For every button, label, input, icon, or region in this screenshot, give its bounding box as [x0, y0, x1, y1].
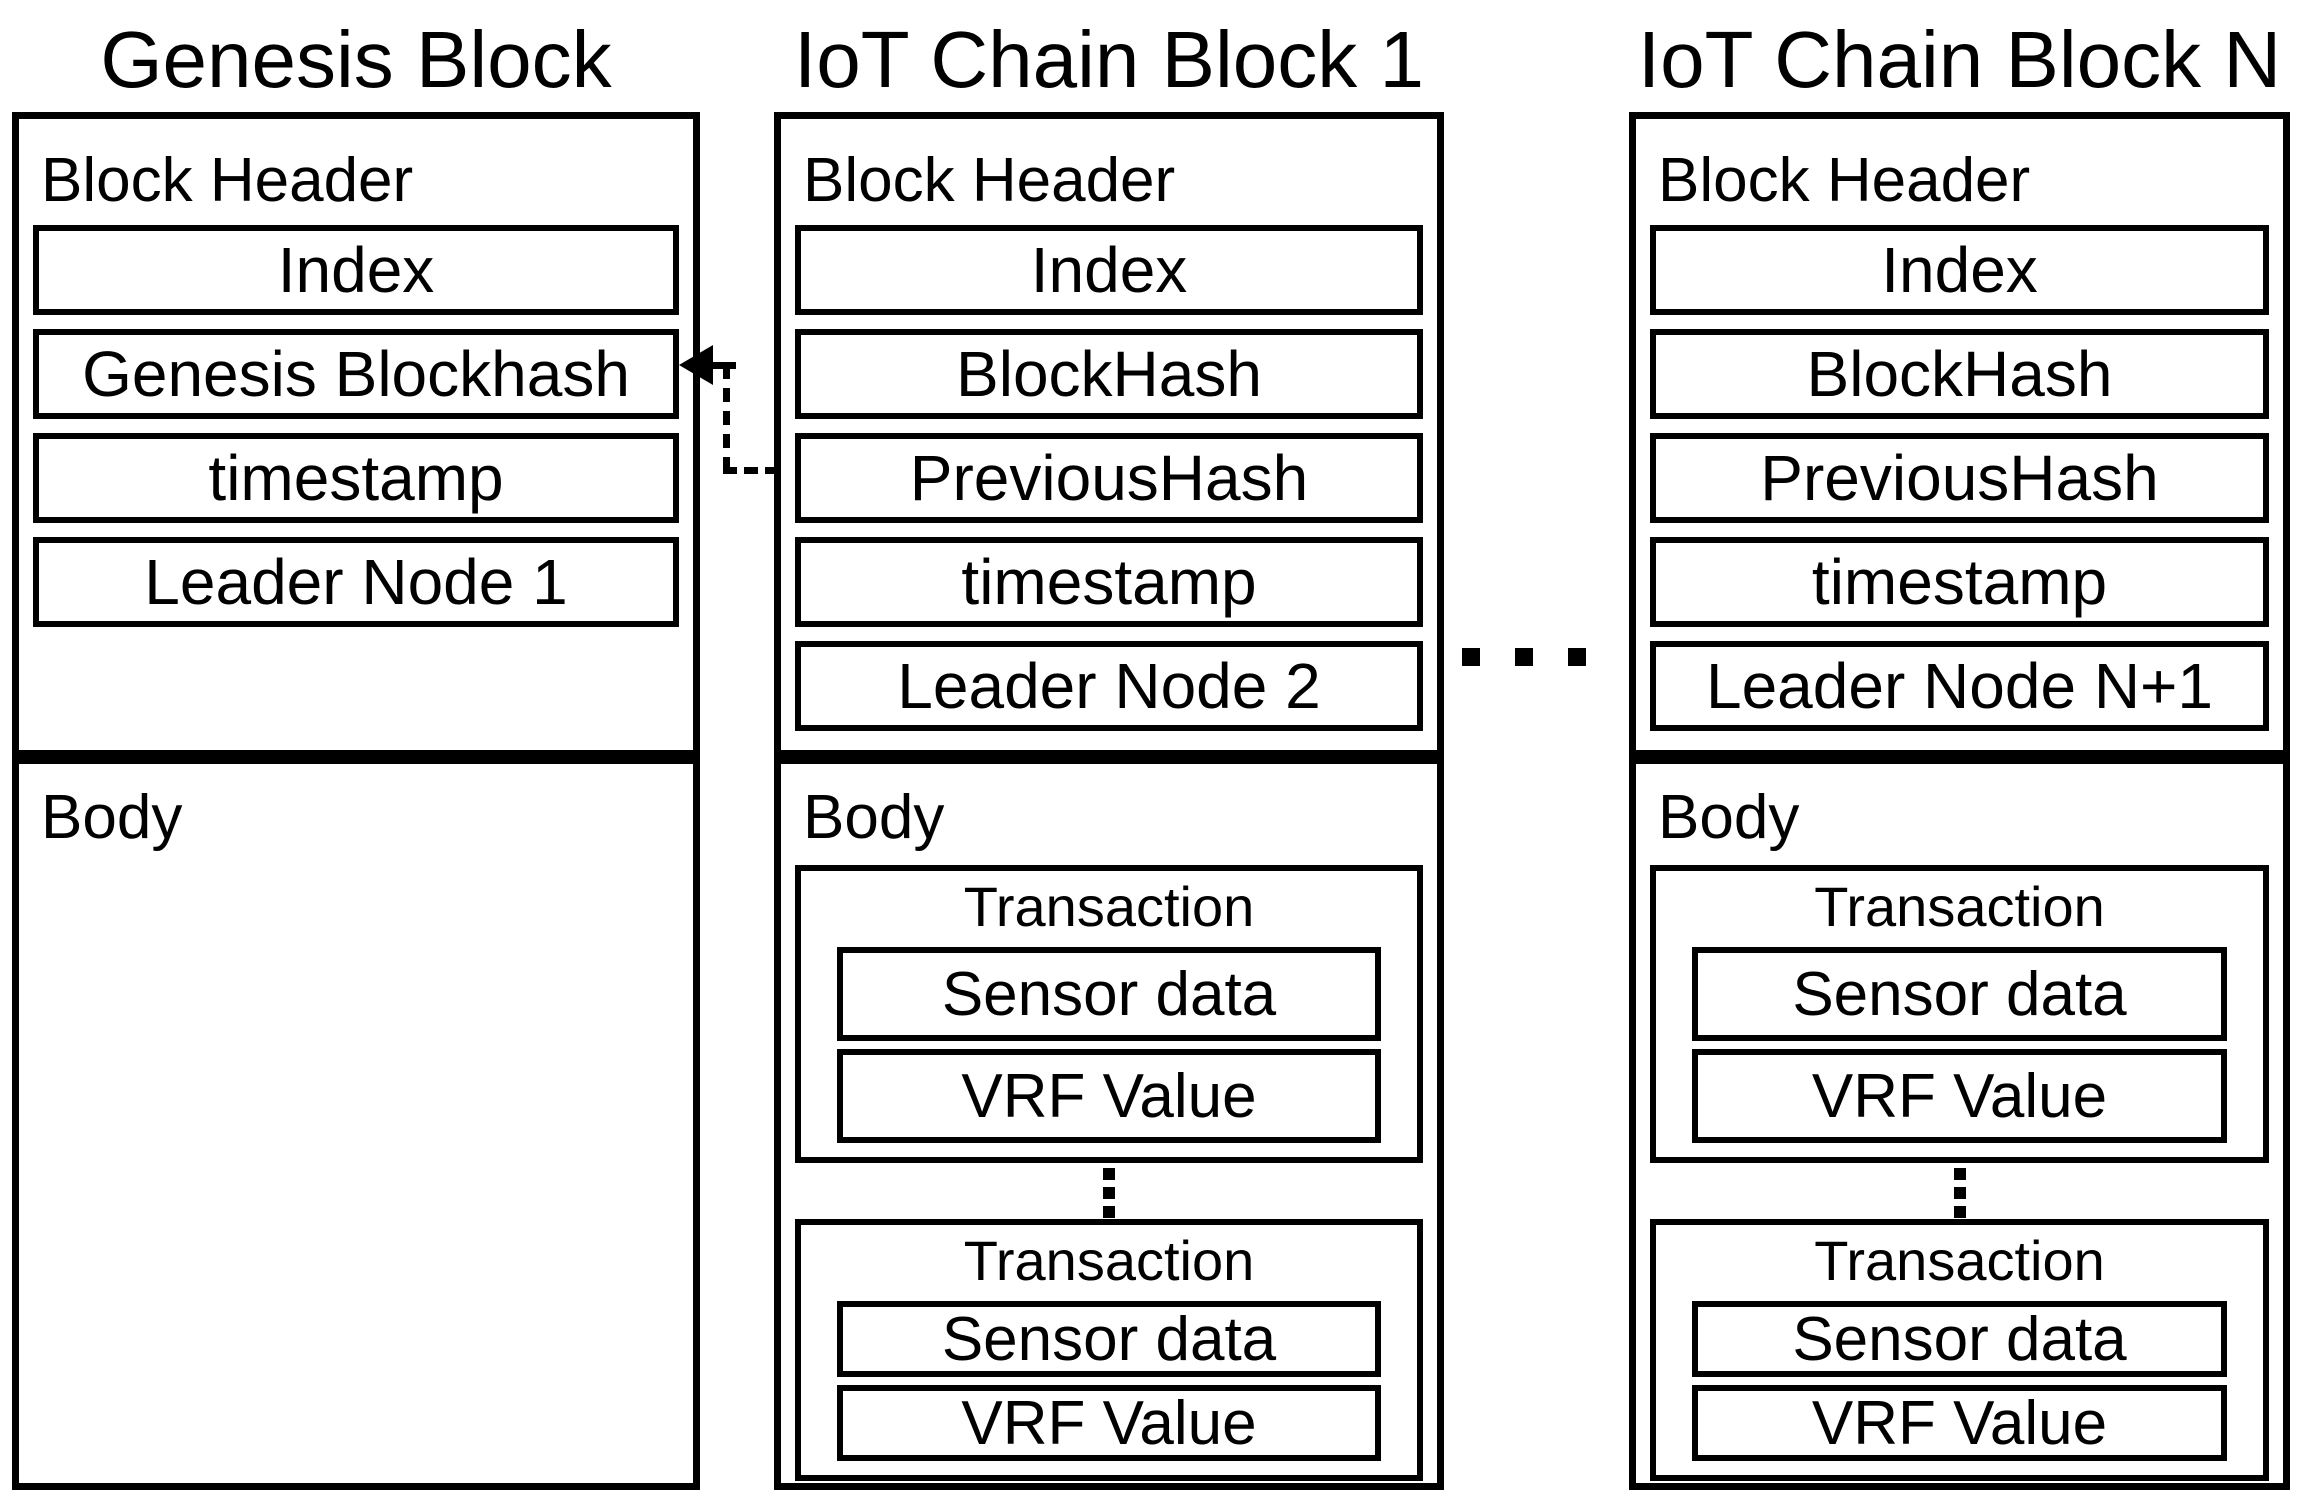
transaction-ellipsis-dots — [1103, 1168, 1115, 1218]
block1-transaction-1: Transaction Sensor data VRF Value — [795, 865, 1423, 1163]
ellipsis-dot — [1568, 648, 1586, 666]
block1-index-field: Index — [795, 225, 1423, 315]
block1-leader-node-field: Leader Node 2 — [795, 641, 1423, 731]
genesis-index-field: Index — [33, 225, 679, 315]
transaction-label: Transaction — [963, 875, 1255, 938]
blockn-transaction-2: Transaction Sensor data VRF Value — [1650, 1219, 2269, 1481]
blockn-header-box: Block Header Index BlockHash PreviousHas… — [1629, 112, 2290, 757]
transaction-label: Transaction — [1814, 875, 2105, 938]
block1-body-box: Body Transaction Sensor data VRF Value T… — [774, 757, 1444, 1490]
transaction-label: Transaction — [963, 1229, 1255, 1292]
block1-blockhash-field: BlockHash — [795, 329, 1423, 419]
sensor-data-field: Sensor data — [837, 947, 1381, 1042]
ellipsis-dot — [1515, 648, 1533, 666]
body-label: Body — [1658, 783, 1800, 852]
blockn-previoushash-field: PreviousHash — [1650, 433, 2269, 523]
ellipsis-dot — [1953, 1187, 1966, 1199]
ellipsis-dot — [1953, 1168, 1966, 1180]
genesis-blockhash-field: Genesis Blockhash — [33, 329, 679, 419]
previoushash-link-arrowhead-icon — [679, 345, 713, 385]
sensor-data-field: Sensor data — [1692, 1301, 2227, 1378]
genesis-block-title: Genesis Block — [100, 15, 612, 104]
blockn-timestamp-field: timestamp — [1650, 537, 2269, 627]
iot-chain-block-n-title: IoT Chain Block N — [1637, 15, 2282, 104]
vrf-value-field: VRF Value — [1692, 1385, 2227, 1462]
ellipsis-dot — [1103, 1206, 1115, 1218]
block1-transaction-2: Transaction Sensor data VRF Value — [795, 1219, 1423, 1481]
block-header-label: Block Header — [41, 146, 414, 215]
chain-continuation-dots — [1462, 648, 1586, 666]
body-label: Body — [41, 783, 183, 852]
genesis-block-header-box: Block Header Index Genesis Blockhash tim… — [12, 112, 700, 757]
previoushash-link-dashed-segment — [723, 467, 779, 474]
sensor-data-field: Sensor data — [837, 1301, 1381, 1378]
blockn-transaction-1: Transaction Sensor data VRF Value — [1650, 865, 2269, 1163]
transaction-ellipsis-dots — [1953, 1168, 1966, 1218]
block-header-label: Block Header — [803, 146, 1176, 215]
blockn-index-field: Index — [1650, 225, 2269, 315]
blockn-leader-node-field: Leader Node N+1 — [1650, 641, 2269, 731]
vrf-value-field: VRF Value — [837, 1385, 1381, 1462]
block1-previoushash-field: PreviousHash — [795, 433, 1423, 523]
genesis-timestamp-field: timestamp — [33, 433, 679, 523]
block-header-label: Block Header — [1658, 146, 2031, 215]
blockn-body-box: Body Transaction Sensor data VRF Value T… — [1629, 757, 2290, 1490]
sensor-data-field: Sensor data — [1692, 947, 2227, 1042]
previoushash-link-dashed-segment — [708, 362, 736, 369]
ellipsis-dot — [1103, 1187, 1115, 1199]
ellipsis-dot — [1953, 1206, 1966, 1218]
ellipsis-dot — [1462, 648, 1480, 666]
vrf-value-field: VRF Value — [1692, 1049, 2227, 1144]
previoushash-link-dashed-segment — [723, 365, 730, 471]
block1-timestamp-field: timestamp — [795, 537, 1423, 627]
blockn-blockhash-field: BlockHash — [1650, 329, 2269, 419]
vrf-value-field: VRF Value — [837, 1049, 1381, 1144]
genesis-block-body-box: Body — [12, 757, 700, 1490]
genesis-leader-node-field: Leader Node 1 — [33, 537, 679, 627]
ellipsis-dot — [1103, 1168, 1115, 1180]
body-label: Body — [803, 783, 945, 852]
transaction-label: Transaction — [1814, 1229, 2105, 1292]
iot-chain-block-1-title: IoT Chain Block 1 — [794, 15, 1424, 104]
block1-header-box: Block Header Index BlockHash PreviousHas… — [774, 112, 1444, 757]
